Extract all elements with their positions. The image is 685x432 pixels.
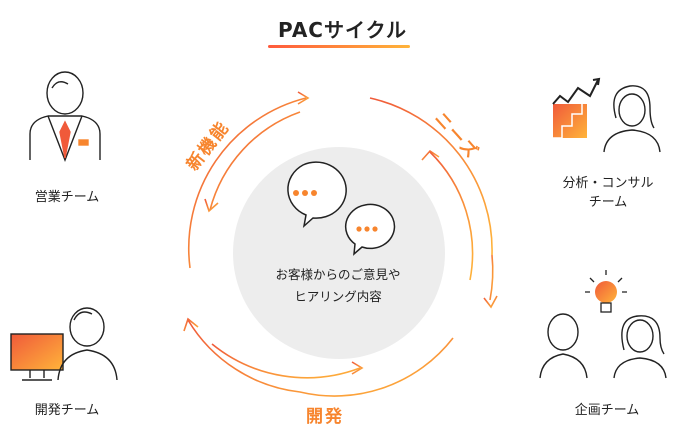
lightbulb-icon <box>585 270 627 313</box>
analysis-team-label-line1: 分析・コンサル <box>562 176 654 191</box>
page-title: PACサイクル <box>278 18 407 42</box>
planner-woman-icon <box>613 315 667 379</box>
development-team-label: 開発チーム <box>34 403 100 418</box>
analysis-team-label: 分析・コンサル チーム <box>553 174 663 212</box>
sales-team-label: 営業チーム <box>34 190 100 205</box>
center-caption: お客様からのご意見や ヒアリング内容 <box>232 264 444 308</box>
developer-person-icon <box>57 307 118 381</box>
center-caption-line2: ヒアリング内容 <box>294 289 382 304</box>
center-circle <box>233 147 445 359</box>
title-underline <box>268 45 410 48</box>
cycle-arrows <box>183 91 498 397</box>
sales-person-icon <box>29 71 101 162</box>
growth-chart-icon <box>552 77 601 139</box>
speech-bubble-icon <box>287 161 347 229</box>
analyst-person-icon <box>603 85 661 153</box>
computer-monitor-icon <box>10 333 64 381</box>
speech-bubble-icon <box>344 203 396 256</box>
planning-team-label: 企画チーム <box>574 403 640 418</box>
cycle-label-development: 開発 <box>306 407 344 427</box>
center-caption-line1: お客様からのご意見や <box>275 267 401 282</box>
planner-person-icon <box>539 313 588 379</box>
analysis-team-label-line2: チーム <box>588 195 628 210</box>
